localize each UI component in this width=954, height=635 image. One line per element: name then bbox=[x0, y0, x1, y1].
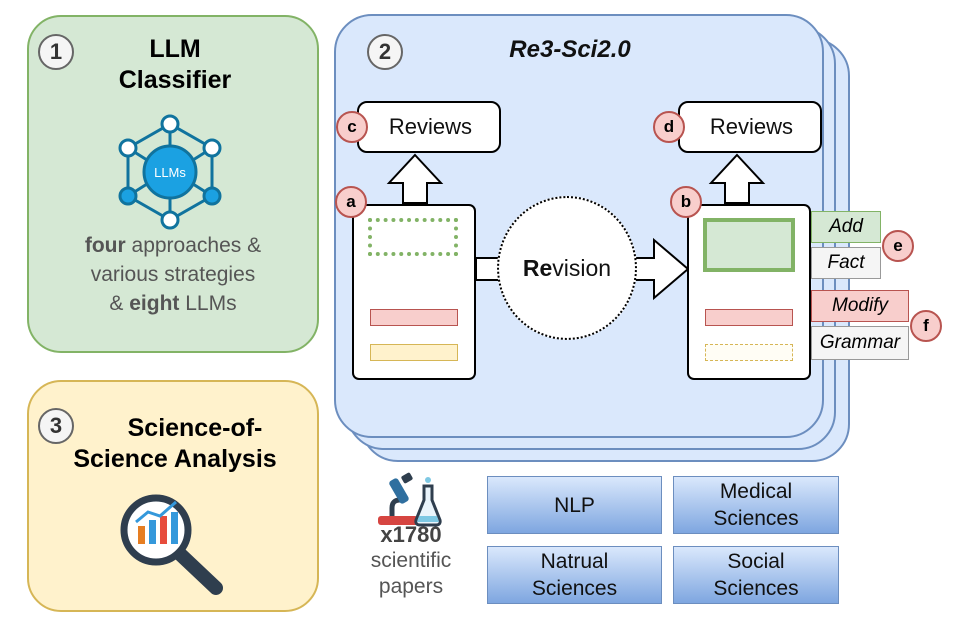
field-natural-line1: Natrual bbox=[540, 550, 609, 573]
desc-line2: various strategies bbox=[90, 263, 256, 286]
llm-icon-label: LLMs bbox=[154, 165, 186, 180]
science-analysis-title-line1: Science-of- bbox=[127, 414, 263, 442]
magnifier-chart-icon bbox=[120, 494, 223, 595]
step-1-number: 1 bbox=[38, 34, 74, 70]
field-medical-line2: Sciences bbox=[713, 507, 799, 530]
corpus-line2: scientific bbox=[370, 549, 452, 572]
added-section bbox=[703, 218, 795, 272]
revision-bold: Re bbox=[522, 254, 553, 281]
corpus-summary: x1780 scientific papers bbox=[362, 522, 460, 600]
llm-classifier-title-line2: Classifier bbox=[118, 66, 232, 94]
llm-classifier-title-line1: LLM bbox=[149, 35, 201, 63]
field-social-sciences: Social Sciences bbox=[673, 546, 839, 604]
modified-section-revised bbox=[705, 309, 793, 326]
science-analysis-title: Science-of- Science Analysis bbox=[52, 413, 298, 475]
modified-section-original bbox=[370, 309, 458, 326]
tag-modify: Modify bbox=[811, 290, 909, 322]
grammar-section-revised bbox=[705, 344, 793, 361]
field-medical-line1: Medical bbox=[719, 480, 793, 503]
science-of-science-panel bbox=[27, 380, 319, 612]
reviews-box-left: Reviews bbox=[357, 101, 501, 153]
tag-grammar: Grammar bbox=[811, 326, 909, 360]
field-social-line1: Social bbox=[727, 550, 785, 573]
desc-line1-text: approaches & bbox=[125, 234, 262, 257]
desc-four: four bbox=[84, 234, 126, 257]
paper-count: x1780 bbox=[380, 522, 442, 547]
grammar-section-original bbox=[370, 344, 458, 361]
science-analysis-title-line2: Science Analysis bbox=[73, 445, 277, 473]
reviews-box-right: Reviews bbox=[678, 101, 822, 153]
badge-c: c bbox=[336, 111, 368, 143]
tag-fact: Fact bbox=[811, 247, 881, 279]
revision-circle: Revision bbox=[497, 196, 637, 340]
corpus-line3: papers bbox=[378, 575, 444, 598]
field-natural-line2: Sciences bbox=[531, 577, 618, 600]
dataset-title: Re3-Sci2.0 bbox=[509, 36, 631, 63]
badge-b: b bbox=[670, 186, 702, 218]
badge-f: f bbox=[910, 310, 942, 342]
desc-line3-prefix: & bbox=[109, 292, 130, 315]
field-natural-sciences: Natrual Sciences bbox=[487, 546, 662, 604]
badge-a: a bbox=[335, 186, 367, 218]
tag-add: Add bbox=[811, 211, 881, 243]
llm-network-icon: LLMs bbox=[118, 114, 222, 230]
microscope-flask-icon bbox=[378, 472, 442, 527]
field-social-line2: Sciences bbox=[713, 577, 799, 600]
step-3-number: 3 bbox=[38, 408, 74, 444]
llm-classifier-description: four approaches & various strategies & e… bbox=[40, 231, 306, 318]
field-nlp: NLP bbox=[487, 476, 662, 534]
field-medical-sciences: Medical Sciences bbox=[673, 476, 839, 534]
up-arrow-left bbox=[386, 153, 444, 204]
desc-eight: eight bbox=[129, 292, 180, 315]
badge-e: e bbox=[882, 230, 914, 262]
badge-d: d bbox=[653, 111, 685, 143]
up-arrow-right bbox=[708, 153, 766, 204]
llm-classifier-title: LLM Classifier bbox=[90, 34, 260, 96]
revision-rest: vision bbox=[552, 254, 612, 281]
desc-line3-suffix: LLMs bbox=[179, 292, 237, 315]
removed-section-placeholder bbox=[368, 218, 458, 256]
step-2-number: 2 bbox=[367, 34, 403, 70]
